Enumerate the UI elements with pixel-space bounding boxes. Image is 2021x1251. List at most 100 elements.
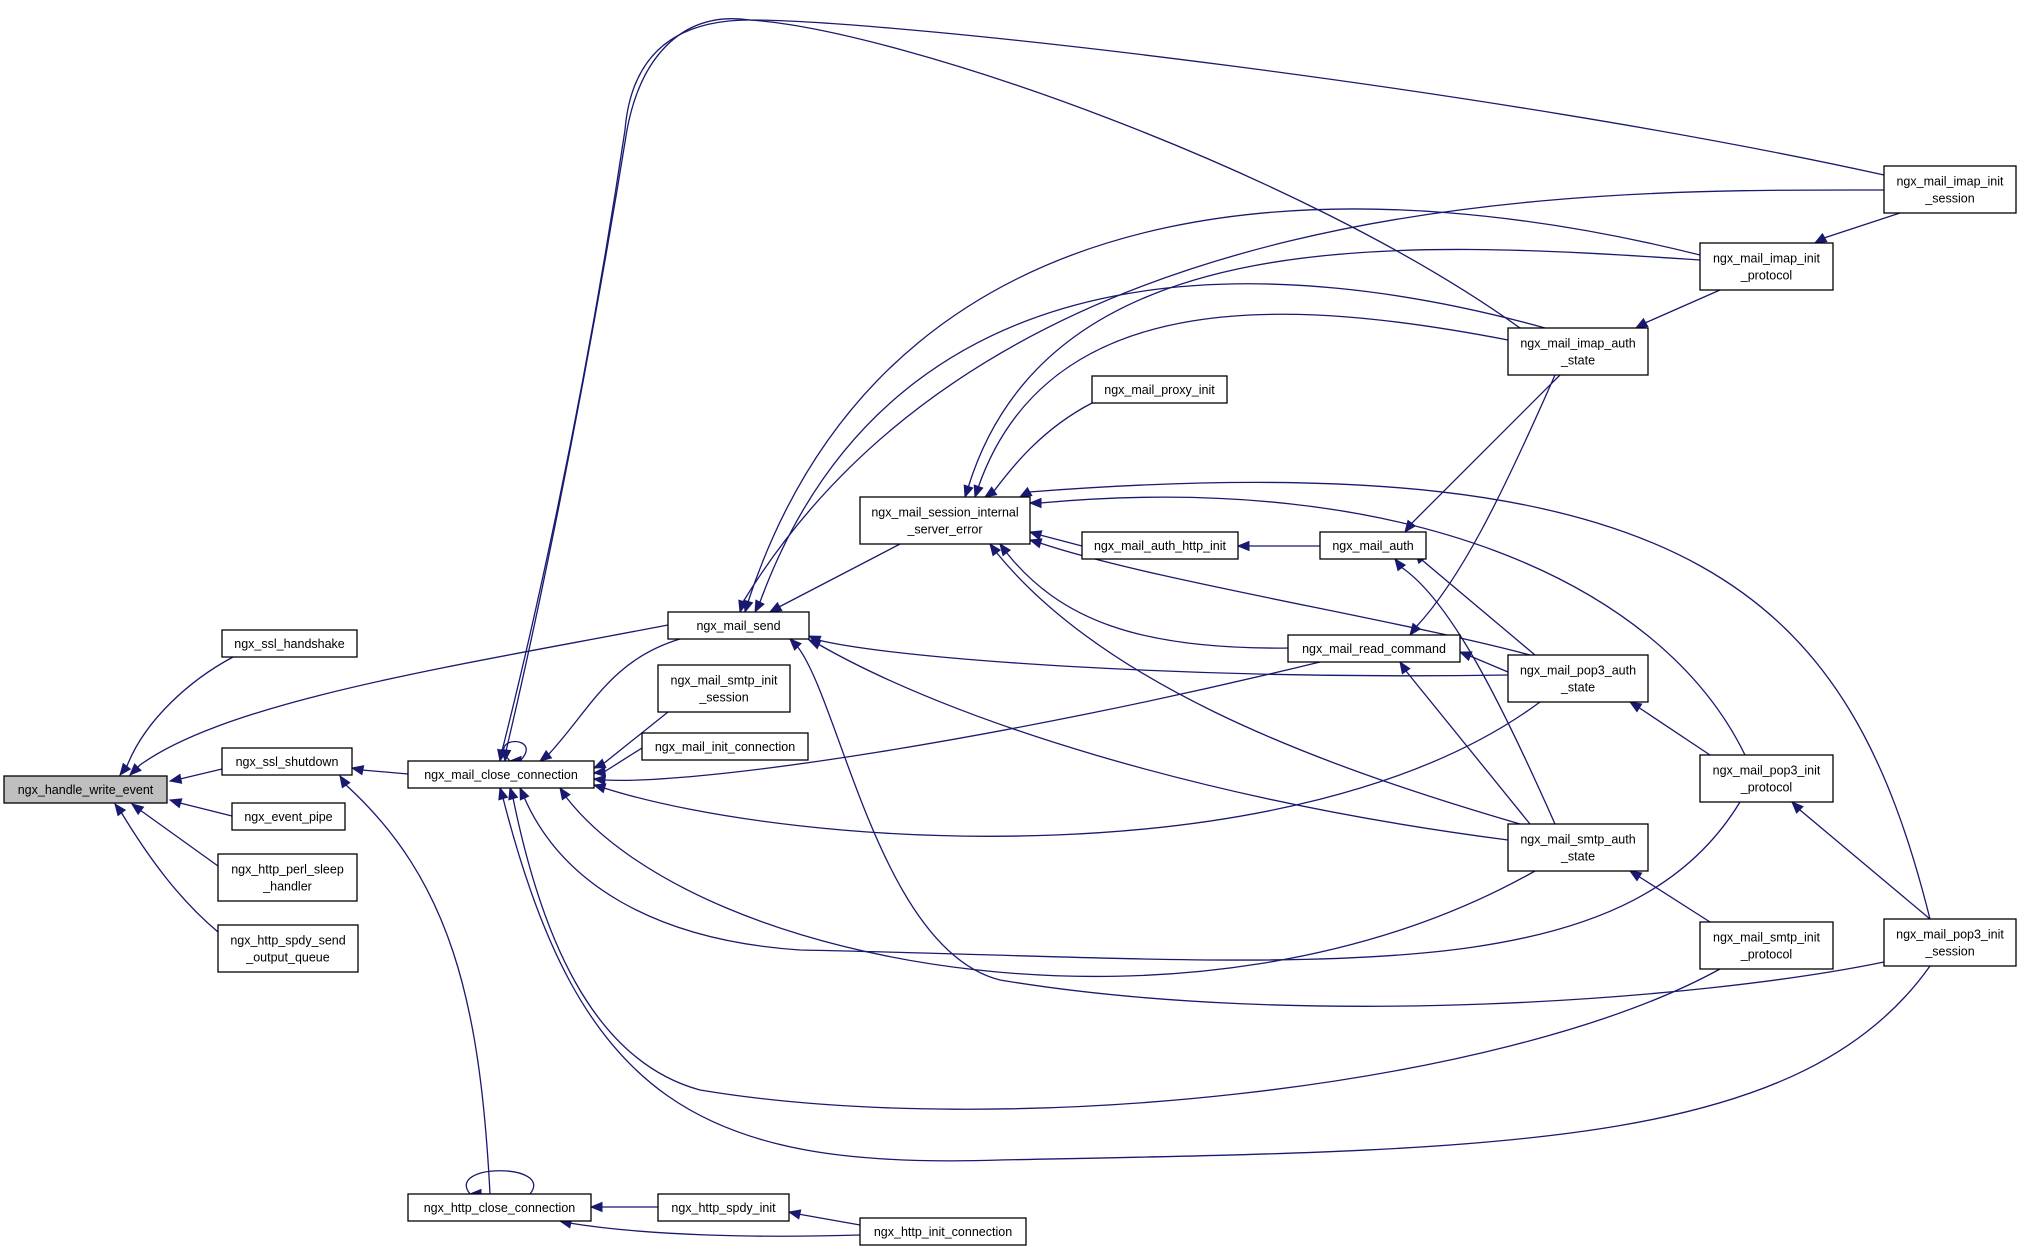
edge-line <box>559 787 1536 978</box>
node-box <box>407 760 595 789</box>
node-ms[interactable]: ngx_mail_send <box>667 611 810 640</box>
node-msip[interactable]: ngx_mail_smtp_init_protocol <box>1699 921 1834 970</box>
edge-arrowhead <box>807 639 822 650</box>
edge-arrowhead <box>999 542 1012 557</box>
node-box <box>1319 531 1427 560</box>
edge-mpis-to-mcc <box>498 786 1931 1162</box>
node-label: ngx_mail_auth <box>1332 539 1413 553</box>
node-msas[interactable]: ngx_mail_smtp_auth_state <box>1507 823 1649 872</box>
edge-arrowhead <box>989 542 1002 557</box>
node-label: ngx_mail_smtp_auth <box>1520 833 1635 847</box>
edge-line <box>984 402 1093 498</box>
node-hsso[interactable]: ngx_http_spdy_send_output_queue <box>217 924 359 973</box>
edge-line <box>465 1170 535 1195</box>
edge-line <box>1629 701 1711 756</box>
edge-arrowhead <box>768 601 783 613</box>
node-box <box>217 924 359 973</box>
node-hps[interactable]: ngx_http_perl_sleep_handler <box>217 853 358 902</box>
node-mrc[interactable]: ngx_mail_read_command <box>1287 634 1461 663</box>
edge-ms-to-hwe <box>129 624 669 776</box>
node-box <box>657 664 791 713</box>
edge-arrowhead <box>1791 801 1804 814</box>
node-msis[interactable]: ngx_mail_smtp_init_session <box>657 664 791 713</box>
edge-line <box>789 638 1885 1007</box>
edge-msie-to-ms <box>768 543 901 613</box>
node-mpi[interactable]: ngx_mail_proxy_init <box>1091 375 1228 404</box>
edge-arrowhead <box>963 484 974 499</box>
edge-hic-to-hsi <box>787 1209 861 1226</box>
edge-mpip-to-mpas <box>1628 701 1711 756</box>
node-hwe[interactable]: ngx_handle_write_event <box>3 775 168 804</box>
edge-hsso-to-hwe <box>114 802 219 933</box>
node-label: ngx_mail_auth_http_init <box>1094 539 1227 553</box>
edge-arrowhead <box>592 783 607 794</box>
edge-line <box>1635 289 1721 329</box>
node-miis[interactable]: ngx_mail_imap_init_session <box>1883 165 2017 214</box>
edge-line <box>1404 374 1561 533</box>
edge-line <box>964 248 1701 498</box>
edge-arrowhead <box>983 486 998 498</box>
node-label: ngx_mail_init_connection <box>655 740 795 754</box>
edge-mpis-to-mpip <box>1791 801 1931 920</box>
node-label: ngx_mail_read_command <box>1302 642 1446 656</box>
node-mias[interactable]: ngx_mail_imap_auth_state <box>1507 327 1649 376</box>
node-mcc[interactable]: ngx_mail_close_connection <box>407 760 595 789</box>
edge-line <box>129 624 669 776</box>
node-mpas[interactable]: ngx_mail_pop3_auth_state <box>1507 654 1649 703</box>
node-box <box>1883 165 2017 214</box>
node-label: _session <box>698 691 748 705</box>
node-ssh[interactable]: ngx_ssl_handshake <box>221 629 358 658</box>
node-ma[interactable]: ngx_mail_auth <box>1319 531 1427 560</box>
edge-line <box>808 635 1509 677</box>
node-mahi[interactable]: ngx_mail_auth_http_init <box>1081 531 1239 560</box>
edge-mpas-to-mrc <box>1458 651 1509 673</box>
edge-miis-to-miip <box>1813 212 1901 244</box>
edge-msis-to-mcc <box>592 711 669 769</box>
node-mpip[interactable]: ngx_mail_pop3_init_protocol <box>1699 754 1834 803</box>
edge-arrowhead <box>789 638 802 651</box>
node-label: ngx_ssl_shutdown <box>236 755 339 769</box>
node-box <box>1883 918 2017 967</box>
edge-arrowhead <box>1399 660 1411 675</box>
edge-mahi-to-msie <box>1028 530 1083 547</box>
node-hsi[interactable]: ngx_http_spdy_init <box>657 1193 790 1222</box>
node-miip[interactable]: ngx_mail_imap_init_protocol <box>1699 242 1834 291</box>
edge-arrowhead <box>1628 870 1643 882</box>
node-box <box>1699 242 1834 291</box>
edge-arrowhead <box>1628 701 1643 713</box>
node-box <box>1507 327 1649 376</box>
edge-arrowhead <box>754 599 765 614</box>
edge-mias-to-ma <box>1404 374 1561 534</box>
node-label: _session <box>1924 192 1974 206</box>
node-label: ngx_handle_write_event <box>18 783 154 797</box>
edge-line <box>1030 496 1746 756</box>
edge-line <box>499 19 1885 762</box>
edge-arrowhead <box>129 763 142 776</box>
node-mpis[interactable]: ngx_mail_pop3_init_session <box>1883 918 2017 967</box>
node-evp[interactable]: ngx_event_pipe <box>231 802 346 831</box>
node-label: _session <box>1924 945 1974 959</box>
node-msie[interactable]: ngx_mail_session_internal_server_error <box>859 496 1031 545</box>
edge-arrowhead <box>559 786 571 801</box>
edge-msip-to-msas <box>1628 870 1711 923</box>
node-box <box>657 1193 790 1222</box>
node-box <box>3 775 168 804</box>
node-hcc[interactable]: ngx_http_close_connection <box>407 1193 592 1222</box>
node-ssd[interactable]: ngx_ssl_shutdown <box>221 747 353 776</box>
edge-arrowhead <box>538 749 553 762</box>
node-box <box>1699 921 1834 970</box>
edge-arrowhead <box>738 599 749 614</box>
edge-mpas-to-mcc <box>592 701 1541 837</box>
node-hic[interactable]: ngx_http_init_connection <box>859 1217 1027 1246</box>
node-label: ngx_mail_imap_init <box>1713 252 1821 266</box>
node-box <box>667 611 810 640</box>
node-box <box>641 732 809 761</box>
edge-arrowhead <box>1028 530 1043 541</box>
node-mic[interactable]: ngx_mail_init_connection <box>641 732 809 761</box>
edge-ms-to-mcc <box>538 638 681 762</box>
edge-arrowhead <box>339 774 351 789</box>
node-label: ngx_http_init_connection <box>874 1225 1012 1239</box>
edge-line <box>744 208 1701 613</box>
edge-line <box>739 189 1885 613</box>
node-label: _server_error <box>906 523 982 537</box>
